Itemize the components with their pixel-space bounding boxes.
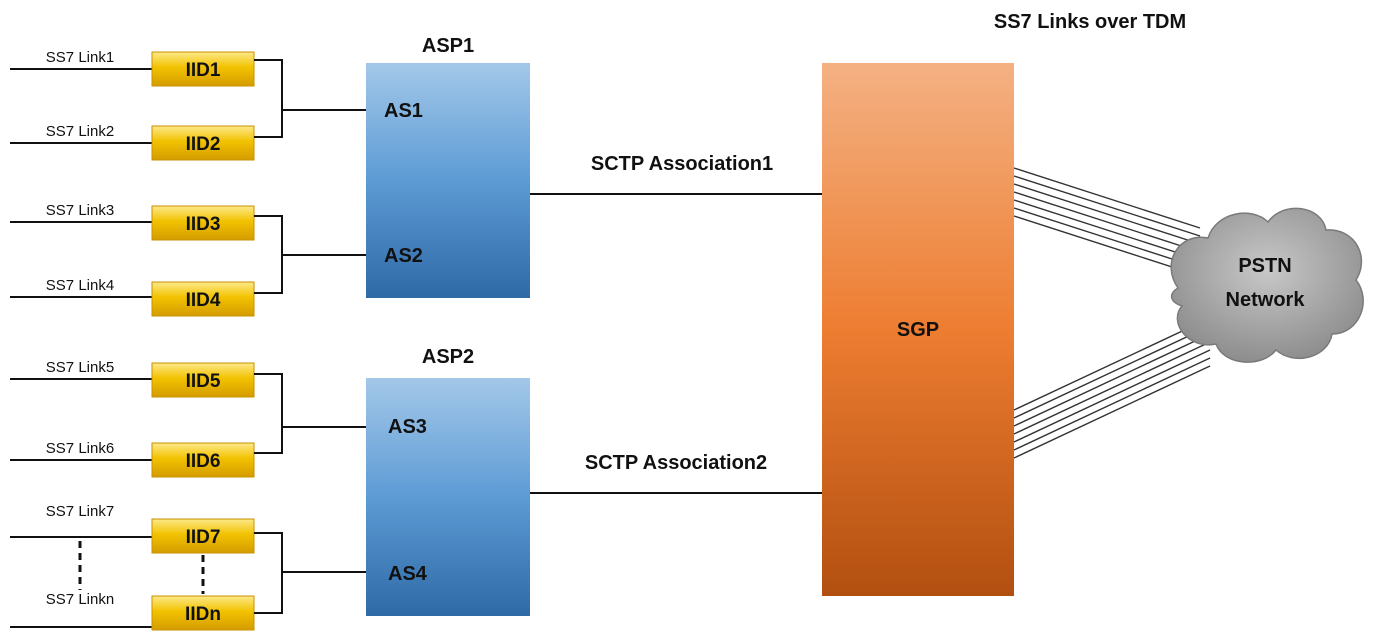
iid-box <box>151 442 255 478</box>
sgp-box <box>822 63 1014 596</box>
link-label: SS7 Link2 <box>46 123 114 140</box>
sgp-block: SGP <box>822 63 1014 596</box>
iid-box <box>151 281 255 317</box>
link-row-4: SS7 Link4 IID4 <box>10 277 255 317</box>
bracket-as4 <box>254 532 366 614</box>
sgp-label: SGP <box>897 319 939 341</box>
link-label: SS7 Link5 <box>46 359 114 376</box>
iid-box <box>151 595 255 631</box>
tdm-links-lower <box>1013 317 1211 459</box>
iid-label: IID1 <box>186 60 221 81</box>
as1-label: AS1 <box>384 100 423 122</box>
link-label: SS7 Link6 <box>46 440 114 457</box>
iid-label: IIDn <box>185 604 221 625</box>
as3-label: AS3 <box>388 416 427 438</box>
tdm-links-upper <box>1013 167 1201 277</box>
iid-label: IID4 <box>186 290 221 311</box>
sctp-association2-label: SCTP Association2 <box>585 452 767 474</box>
link-row-2: SS7 Link2 IID2 <box>10 123 255 161</box>
iid-box <box>151 51 255 87</box>
iid-box <box>151 125 255 161</box>
bracket-as2 <box>254 215 366 294</box>
asp2-box <box>366 378 530 616</box>
bracket-as3 <box>254 373 366 454</box>
pstn-label-line1: PSTN <box>1238 255 1291 277</box>
pstn-label-line2: Network <box>1226 289 1306 311</box>
link-row-5: SS7 Link5 IID5 <box>10 359 255 398</box>
asp1-box <box>366 63 530 298</box>
as4-label: AS4 <box>388 563 428 585</box>
link-row-n: SS7 Linkn IIDn <box>10 591 255 631</box>
link-row-7: SS7 Link7 IID7 <box>10 503 255 554</box>
iid-label: IID5 <box>186 371 221 392</box>
diagram-title: SS7 Links over TDM <box>994 11 1186 33</box>
iid-box <box>151 205 255 241</box>
link-label: SS7 Link3 <box>46 202 114 219</box>
link-label: SS7 Link1 <box>46 49 114 66</box>
link-label: SS7 Linkn <box>46 591 114 608</box>
iid-label: IID2 <box>186 134 221 155</box>
bracket-as1 <box>254 59 366 138</box>
link-label: SS7 Link4 <box>46 277 114 294</box>
iid-label: IID7 <box>186 527 221 548</box>
iid-label: IID6 <box>186 451 221 472</box>
asp2-title: ASP2 <box>422 346 474 368</box>
iid-label: IID3 <box>186 214 221 235</box>
iid-box <box>151 362 255 398</box>
link-label: SS7 Link7 <box>46 503 114 520</box>
asp1-title: ASP1 <box>422 35 474 57</box>
link-row-1: SS7 Link1 IID1 <box>10 49 255 87</box>
asp2-block: ASP2 AS3 AS4 <box>366 346 530 616</box>
link-row-6: SS7 Link6 IID6 <box>10 440 255 478</box>
as2-label: AS2 <box>384 245 423 267</box>
iid-box <box>151 518 255 554</box>
pstn-cloud-icon: PSTN Network <box>1170 207 1364 363</box>
sctp-association1-label: SCTP Association1 <box>591 153 773 175</box>
asp1-block: ASP1 AS1 AS2 <box>366 35 530 298</box>
link-row-3: SS7 Link3 IID3 <box>10 202 255 241</box>
